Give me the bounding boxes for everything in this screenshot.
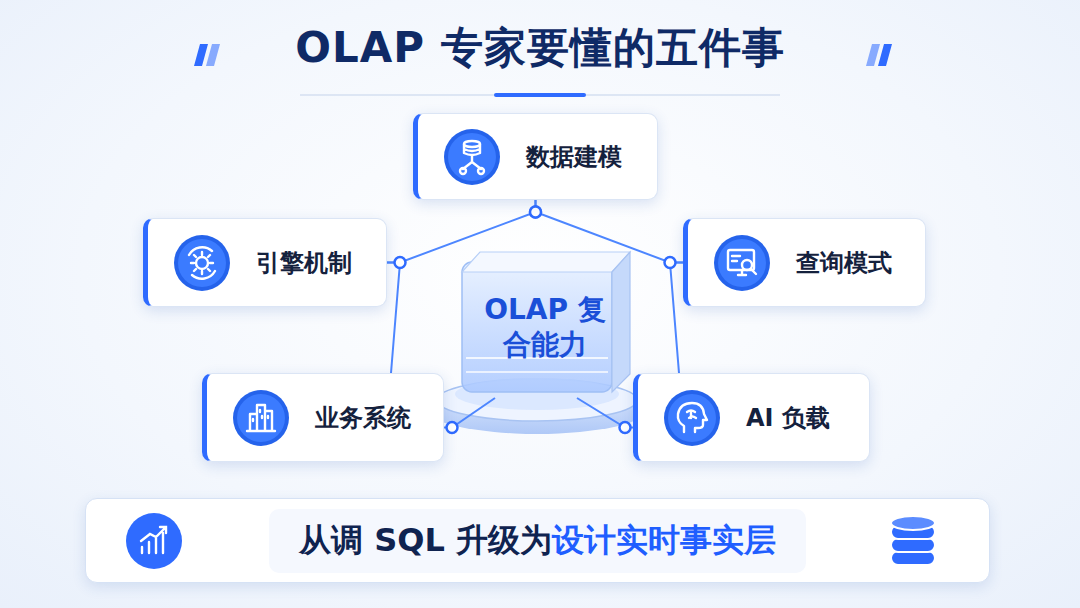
topic-card: 数据建模 [413,113,658,200]
connector [387,200,536,263]
card-label: 业务系统 [315,402,411,434]
topic-card: 引擎机制 [143,218,387,307]
icon [231,388,291,448]
title: OLAP 专家要懂的五件事 [0,20,1080,76]
junction-dot [395,257,406,268]
connector [536,200,684,263]
banner-highlight: 设计实时事实层 [552,519,776,563]
junction-dot [620,422,631,433]
connector [387,263,400,374]
connector [670,263,683,374]
card-label: AI 负载 [746,402,830,434]
card-label: 引擎机制 [256,247,352,279]
title-rule-accent [494,93,586,97]
chart-icon [124,511,184,571]
card-label: 查询模式 [796,247,892,279]
junction-dot [665,257,676,268]
junction-dot [447,422,458,433]
topic-card: AI 负载 [633,373,870,462]
topic-card: 业务系统 [202,373,444,462]
icon [712,233,772,293]
junction-dot [530,207,541,218]
icon [442,127,502,187]
conclusion-banner: 从调 SQL 升级为设计实时事实层 [85,498,990,583]
card-label: 数据建模 [526,141,622,173]
core-cube: OLAP 复合能力 [455,250,635,430]
cube-illustration [425,252,649,434]
topic-card: 查询模式 [683,218,926,307]
database-icon [885,511,941,571]
junction-dot [530,207,541,218]
banner-panel: 从调 SQL 升级为设计实时事实层 [269,509,806,573]
core-label: OLAP 复合能力 [480,292,610,362]
icon [172,233,232,293]
icon [662,388,722,448]
banner-text: 从调 SQL 升级为 [299,519,552,563]
